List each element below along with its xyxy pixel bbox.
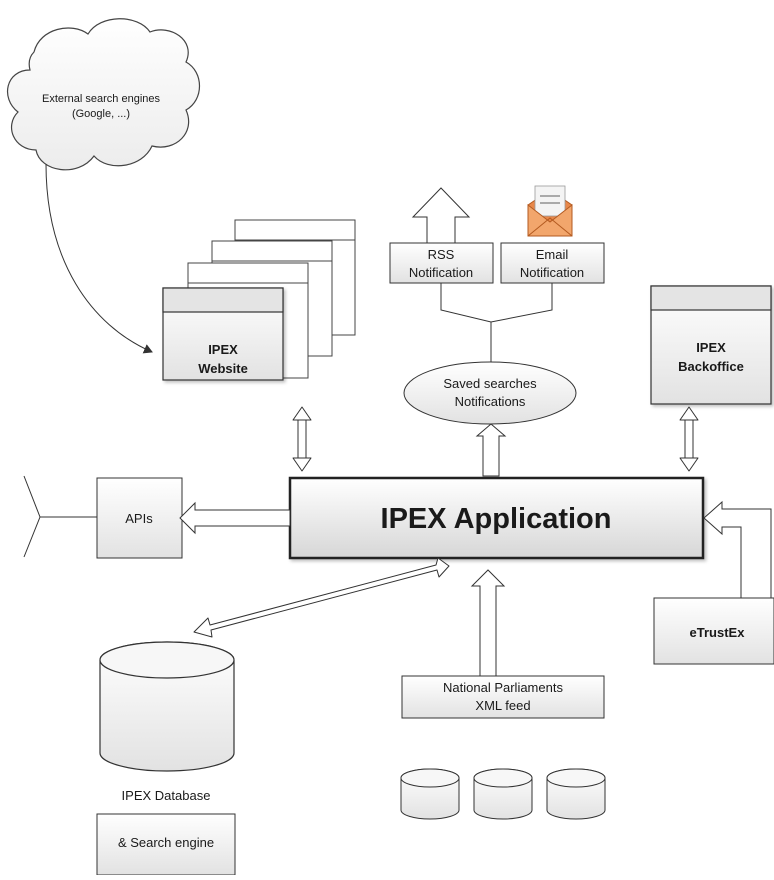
ipex-website-box: IPEX Website [162, 287, 284, 381]
email-label-line2: Notification [520, 265, 584, 280]
parliament-db-cylinder-1 [400, 768, 460, 820]
ipex-application-box: IPEX Application [288, 476, 705, 560]
saved-label-line2: Notifications [455, 394, 526, 409]
cloud-label-line2: (Google, ...) [72, 108, 130, 120]
external-consumer-interface [23, 475, 97, 558]
saved-searches-ellipse: Saved searches Notifications [403, 361, 577, 425]
application-label: IPEX Application [381, 503, 612, 535]
backoffice-label-line1: IPEX [696, 340, 726, 355]
ipex-backoffice-box: IPEX Backoffice [650, 285, 772, 405]
np-label-line1: National Parliaments [443, 680, 563, 695]
website-label-line2: Website [198, 361, 248, 376]
etrustex-box: eTrustEx [653, 597, 774, 665]
backoffice-label-line2: Backoffice [678, 359, 744, 374]
notification-connector [440, 283, 553, 362]
database-label: IPEX Database [122, 788, 211, 803]
search-engine-label: & Search engine [118, 835, 214, 850]
app-to-saved-arrow [475, 423, 507, 477]
national-parliaments-feed-box: National Parliaments XML feed [401, 675, 605, 719]
etrustex-label: eTrustEx [690, 625, 746, 640]
apis-box: APIs [96, 477, 183, 559]
apis-label: APIs [125, 511, 153, 526]
np-label-line2: XML feed [475, 698, 530, 713]
backoffice-app-double-arrow [679, 406, 699, 472]
rss-label-line2: Notification [409, 265, 473, 280]
saved-label-line1: Saved searches [443, 376, 537, 391]
national-feed-up-arrow [470, 569, 506, 693]
etrustex-to-app-arrow [703, 500, 772, 598]
app-to-apis-arrow [179, 501, 291, 535]
parliament-db-cylinder-3 [546, 768, 606, 820]
cloud-to-website-arrow [45, 163, 153, 354]
cloud-label-line1: External search engines [42, 93, 161, 105]
rss-label-line1: RSS [428, 247, 455, 262]
search-engine-box: & Search engine [96, 813, 236, 876]
ipex-database-cylinder [99, 641, 235, 772]
email-label-line1: Email [536, 247, 569, 262]
app-database-double-arrow [193, 557, 450, 638]
rss-up-arrow [411, 187, 471, 244]
email-notification-box: Email Notification [500, 242, 605, 284]
website-label-line1: IPEX [208, 342, 238, 357]
email-envelope-icon [527, 185, 573, 237]
website-app-double-arrow [292, 406, 312, 472]
rss-notification-box: RSS Notification [389, 242, 494, 284]
parliament-db-cylinder-2 [473, 768, 533, 820]
external-search-engines-cloud: External search engines (Google, ...) [7, 18, 200, 171]
